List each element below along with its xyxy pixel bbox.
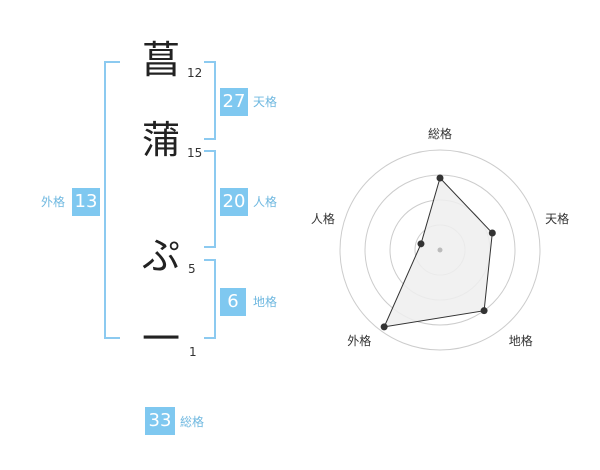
tenkaku-label: 天格 — [253, 95, 278, 109]
radar-axis-label: 外格 — [347, 333, 371, 348]
radar-point — [488, 229, 496, 237]
name-char-1: 菖 — [141, 38, 180, 82]
stroke-count-2: 15 — [187, 146, 203, 160]
gaikaku-label: 外格 — [41, 195, 66, 209]
radar-area — [383, 177, 493, 328]
radar-axis-label: 地格 — [509, 333, 533, 348]
stroke-count-1: 12 — [187, 66, 203, 80]
radar-center-dot — [437, 247, 443, 253]
radar-point — [480, 307, 488, 315]
name-char-3: ぷ — [141, 234, 180, 278]
stroke-count-4: 1 — [189, 345, 197, 359]
radar-point — [380, 323, 388, 331]
soukaku-label: 総格 — [180, 415, 205, 429]
radar-axis-label: 総格 — [428, 126, 452, 141]
tenkaku-bracket — [204, 61, 216, 140]
tenkaku-value: 27 — [220, 88, 248, 116]
radar-points — [380, 174, 496, 331]
gaikaku-value: 13 — [72, 188, 100, 216]
name-char-4: 一 — [141, 317, 180, 361]
jinkaku-bracket — [204, 150, 216, 248]
name-char-2: 蒲 — [141, 118, 180, 162]
radar-axis-label: 天格 — [545, 211, 569, 226]
chikaku-label: 地格 — [253, 295, 278, 309]
jinkaku-value: 20 — [220, 188, 248, 216]
radar-axis-label: 人格 — [311, 211, 335, 226]
radar-ring — [339, 149, 541, 351]
chikaku-value: 6 — [220, 288, 246, 316]
soukaku-value: 33 — [145, 407, 175, 435]
chikaku-bracket — [204, 259, 216, 339]
stroke-count-3: 5 — [188, 262, 196, 276]
gaikaku-bracket — [104, 61, 120, 339]
radar-point — [436, 174, 444, 182]
radar-point — [417, 240, 425, 248]
jinkaku-label: 人格 — [253, 195, 278, 209]
